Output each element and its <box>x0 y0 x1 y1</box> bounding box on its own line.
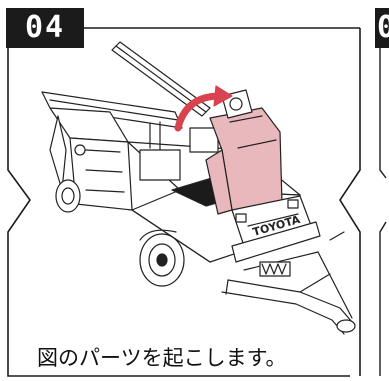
rotation-arrow <box>174 85 233 132</box>
truck-cab <box>49 107 133 211</box>
trailer <box>221 231 356 335</box>
step-number-badge: 04 <box>6 8 84 48</box>
rear-wheel <box>55 179 81 213</box>
front-grille <box>231 195 321 263</box>
highlighted-part <box>205 89 283 217</box>
next-step-number: 0 <box>377 10 389 45</box>
next-step-badge: 0 <box>375 8 389 48</box>
truck-wheel <box>139 229 185 287</box>
instruction-text: 図のパーツを起こします。 <box>37 346 287 370</box>
